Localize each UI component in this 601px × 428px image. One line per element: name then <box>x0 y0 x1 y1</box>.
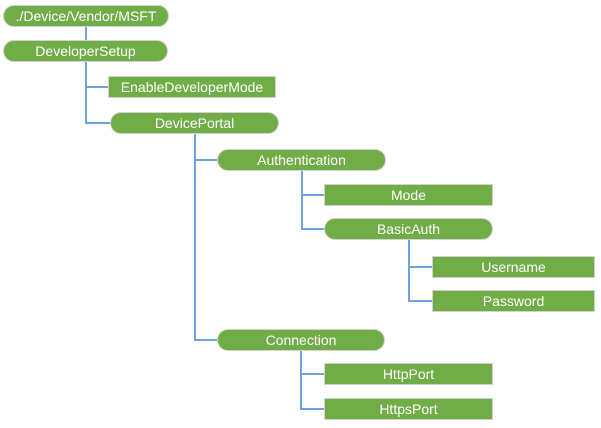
connector-segment <box>300 373 324 375</box>
node-label: BasicAuth <box>376 221 441 237</box>
node-label: HttpsPort <box>379 401 438 417</box>
node-root: ./Device/Vendor/MSFT <box>3 5 169 27</box>
node-enable-developer-mode: EnableDeveloperMode <box>108 76 276 98</box>
connector-segment <box>408 300 432 302</box>
node-device-portal: DevicePortal <box>110 112 279 134</box>
node-username: Username <box>432 256 595 278</box>
node-label: HttpPort <box>382 366 435 382</box>
node-http-port: HttpPort <box>324 363 493 385</box>
connector-segment <box>300 408 324 410</box>
connector-segment <box>194 159 217 161</box>
connector-segment <box>194 339 217 341</box>
connector-segment <box>300 351 302 410</box>
node-connection: Connection <box>217 329 385 351</box>
connector-segment <box>85 122 110 124</box>
connector-segment <box>85 27 87 40</box>
connector-segment <box>85 86 108 88</box>
connector-segment <box>408 266 432 268</box>
node-label: Mode <box>390 187 427 203</box>
node-label: Connection <box>265 332 337 348</box>
node-label: EnableDeveloperMode <box>120 79 264 95</box>
connector-segment <box>301 194 324 196</box>
node-developer-setup: DeveloperSetup <box>3 40 168 62</box>
connector-segment <box>408 240 410 302</box>
connector-segment <box>85 62 87 124</box>
connector-segment <box>301 171 303 230</box>
node-label: DeveloperSetup <box>35 43 136 59</box>
node-label: DevicePortal <box>154 115 235 131</box>
node-authentication: Authentication <box>217 149 386 171</box>
connector-segment <box>301 228 324 230</box>
node-password: Password <box>432 290 595 312</box>
node-mode: Mode <box>324 184 493 206</box>
node-label: Username <box>481 259 546 275</box>
node-label: Password <box>482 293 545 309</box>
connector-segment <box>194 134 196 341</box>
node-label: ./Device/Vendor/MSFT <box>15 8 157 24</box>
node-basic-auth: BasicAuth <box>324 218 493 240</box>
node-label: Authentication <box>257 152 346 168</box>
node-https-port: HttpsPort <box>324 398 493 420</box>
